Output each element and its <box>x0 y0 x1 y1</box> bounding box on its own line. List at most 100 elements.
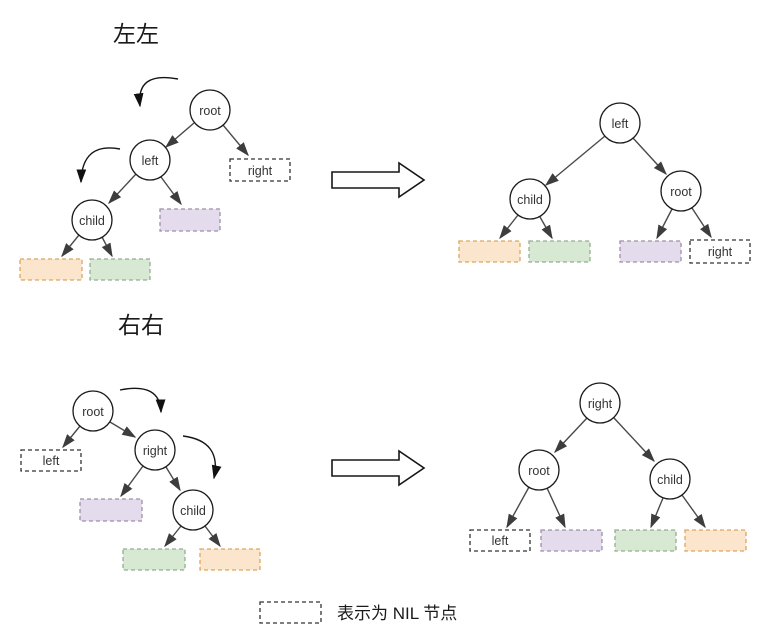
subtree-placeholder-green <box>122 548 186 571</box>
edge-child-subtree <box>204 525 221 548</box>
section-title-right-right: 右右 <box>118 312 164 338</box>
node-right: right <box>134 429 176 471</box>
edge-child-subtree <box>539 216 553 240</box>
subtree-placeholder-green <box>89 258 151 281</box>
node-label: right <box>588 397 613 411</box>
subtree-placeholder-purple <box>79 498 143 522</box>
node-label: child <box>517 193 543 207</box>
node-label: root <box>199 104 221 118</box>
node-label: root <box>82 405 104 419</box>
edge-child-subtree <box>101 236 113 258</box>
subtree-placeholder-green <box>614 529 677 552</box>
subtree-placeholder-purple <box>619 240 682 263</box>
node-circle <box>518 449 560 491</box>
nil-label: right <box>708 245 733 259</box>
node-child: child <box>509 178 551 220</box>
tree-rr-before: root left right child <box>20 387 261 571</box>
node-circle <box>189 89 231 131</box>
node-left: left <box>599 102 641 144</box>
nil-label: right <box>248 164 273 178</box>
subtree-placeholder-purple <box>159 208 221 232</box>
rotation-arrow-icon <box>133 76 179 108</box>
node-label: root <box>670 185 692 199</box>
node-circle <box>660 170 702 212</box>
edge-root-subtree <box>546 487 566 529</box>
node-right: right <box>579 382 621 424</box>
rotation-arrow-icon <box>76 147 121 184</box>
edge-root-nil <box>506 486 530 529</box>
tree-ll-before: root left child right <box>19 76 291 281</box>
edge-right-subtree <box>120 465 144 498</box>
edge-top-right <box>613 417 655 463</box>
transform-arrow-icon <box>331 161 426 199</box>
subtree-placeholder-orange <box>458 240 521 263</box>
transform-arrow-icon <box>331 449 426 487</box>
nil-box <box>689 239 751 264</box>
edge-child-subtree <box>681 494 706 529</box>
edge-root-left <box>164 122 195 148</box>
node-child: child <box>71 199 113 241</box>
legend: 表示为 NIL 节点 <box>259 601 457 624</box>
node-child: child <box>172 489 214 531</box>
nil-box <box>20 449 82 472</box>
node-left: left <box>129 139 171 181</box>
nil-node-right: right <box>229 158 291 182</box>
edge-child-subtree <box>499 214 519 240</box>
nil-node-left: left <box>20 449 82 472</box>
subtree-placeholder-orange <box>199 548 261 571</box>
edge-child-subtree <box>650 497 664 529</box>
section-title-left-left: 左左 <box>113 21 159 47</box>
node-label: left <box>142 154 159 168</box>
edge-root-right <box>109 421 137 438</box>
edge-root-subtree <box>656 208 673 240</box>
node-circle <box>599 102 641 144</box>
node-root: root <box>660 170 702 212</box>
edge-root-right <box>222 124 249 157</box>
nil-label: left <box>492 534 509 548</box>
nil-node-left: left <box>469 529 531 552</box>
node-circle <box>579 382 621 424</box>
node-child: child <box>649 458 691 500</box>
node-circle <box>72 390 114 432</box>
nil-node-right: right <box>689 239 751 264</box>
node-circle <box>129 139 171 181</box>
edge-right-child <box>165 466 181 492</box>
edge-left-child <box>108 173 137 205</box>
legend-nil-box <box>259 601 322 624</box>
node-circle <box>71 199 113 241</box>
node-label: left <box>612 117 629 131</box>
nil-box <box>469 529 531 552</box>
edge-top-left <box>554 417 588 454</box>
edge-top-right <box>632 137 667 176</box>
node-label: child <box>657 473 683 487</box>
node-circle <box>649 458 691 500</box>
node-circle <box>509 178 551 220</box>
edge-child-subtree <box>164 525 182 548</box>
node-root: root <box>189 89 231 131</box>
subtree-placeholder-orange <box>684 529 747 552</box>
tree-rr-after: right root child left <box>469 382 747 552</box>
edge-left-subtree <box>160 176 182 206</box>
node-circle <box>134 429 176 471</box>
rotation-arrow-icon <box>119 387 166 414</box>
node-label: right <box>143 444 168 458</box>
tree-ll-after: left child root right <box>458 102 751 264</box>
nil-label: left <box>43 454 60 468</box>
legend-label: 表示为 NIL 节点 <box>337 604 457 623</box>
rotation-arrow-icon <box>182 435 222 480</box>
subtree-placeholder-green <box>528 240 591 263</box>
node-label: child <box>79 214 105 228</box>
node-label: root <box>528 464 550 478</box>
edge-child-subtree <box>61 234 80 258</box>
nil-box <box>229 158 291 182</box>
edge-root-nil <box>691 207 712 239</box>
subtree-placeholder-orange <box>19 258 83 281</box>
node-root: root <box>72 390 114 432</box>
subtree-placeholder-purple <box>540 529 603 552</box>
node-label: child <box>180 504 206 518</box>
node-root: root <box>518 449 560 491</box>
edge-top-left <box>544 135 606 186</box>
edge-root-nil <box>62 425 81 449</box>
